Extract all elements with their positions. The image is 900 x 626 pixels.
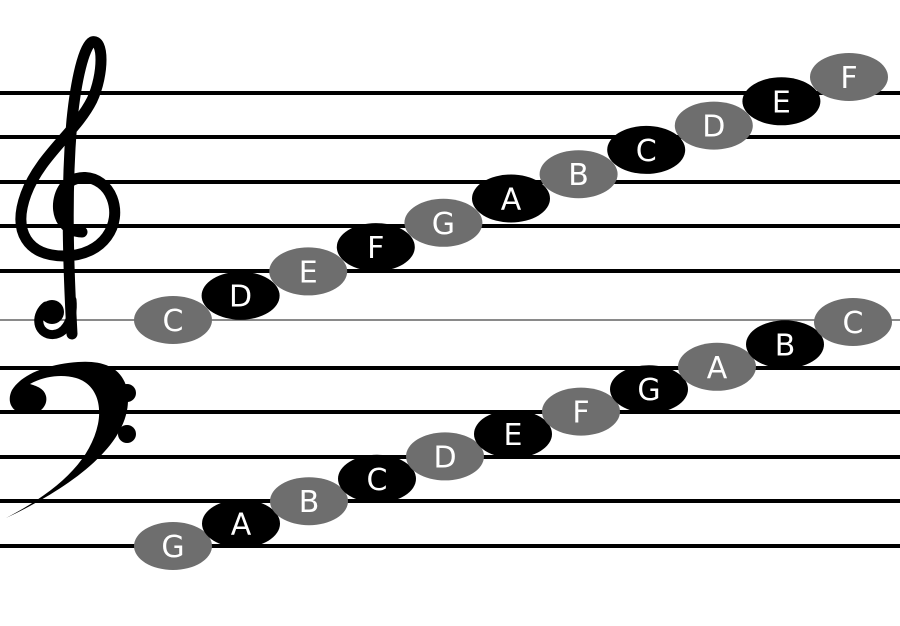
- note-oval: [269, 247, 348, 296]
- bass-note-b: B: [270, 477, 348, 526]
- treble-note-e: E: [269, 247, 348, 296]
- treble-clef-icon: [15, 36, 121, 340]
- treble-notes: C D E F G A B C D E F: [134, 53, 888, 344]
- treble-note-g: G: [404, 198, 483, 247]
- note-oval: [474, 410, 552, 458]
- treble-note-c: C: [134, 296, 212, 344]
- treble-note-e: E: [742, 77, 821, 126]
- note-oval: [810, 53, 888, 101]
- note-oval: [270, 477, 348, 526]
- note-oval: [338, 454, 416, 503]
- note-oval: [336, 223, 415, 272]
- bass-note-c: C: [338, 454, 416, 503]
- bass-note-f: F: [542, 387, 620, 436]
- note-label: D: [229, 280, 252, 315]
- note-oval: [542, 387, 620, 436]
- note-label: F: [572, 396, 589, 431]
- note-oval: [201, 271, 280, 320]
- bass-notes: G A B C D E F G A B C: [134, 298, 892, 570]
- bass-clef-icon: [6, 361, 136, 518]
- note-label: A: [231, 508, 252, 543]
- note-oval: [539, 150, 618, 199]
- note-oval: [134, 296, 212, 344]
- note-label: C: [843, 306, 864, 341]
- note-label: G: [637, 373, 660, 408]
- note-oval: [406, 432, 484, 481]
- note-label: G: [161, 530, 184, 565]
- treble-note-d: D: [201, 271, 280, 320]
- note-label: G: [432, 207, 455, 242]
- note-oval: [678, 342, 756, 391]
- bass-note-d: D: [406, 432, 484, 481]
- bass-note-c: C: [814, 298, 892, 346]
- treble-note-b: B: [539, 150, 618, 199]
- note-label: A: [707, 351, 728, 386]
- note-label: C: [163, 304, 184, 339]
- note-oval: [814, 298, 892, 346]
- note-label: C: [367, 463, 388, 498]
- bass-note-e: E: [474, 410, 552, 458]
- note-oval: [674, 101, 753, 150]
- note-label: B: [568, 158, 589, 193]
- bass-note-a: A: [678, 342, 756, 391]
- note-oval: [472, 174, 550, 223]
- note-label: B: [775, 328, 796, 363]
- note-label: E: [772, 85, 791, 120]
- note-label: C: [636, 134, 657, 169]
- note-label: E: [504, 418, 523, 453]
- note-oval: [607, 125, 686, 174]
- treble-note-c: C: [607, 125, 686, 174]
- note-label: F: [367, 231, 384, 266]
- note-oval: [746, 320, 824, 369]
- treble-note-f: F: [336, 223, 415, 272]
- bass-note-g: G: [610, 365, 688, 414]
- treble-note-a: A: [472, 174, 550, 223]
- note-label: E: [299, 255, 318, 290]
- note-oval: [404, 198, 483, 247]
- note-label: D: [702, 110, 725, 145]
- treble-note-d: D: [674, 101, 753, 150]
- note-oval: [742, 77, 821, 126]
- bass-note-a: A: [202, 499, 280, 548]
- note-oval: [202, 499, 280, 548]
- note-oval: [134, 522, 212, 570]
- note-oval: [610, 365, 688, 414]
- note-label: B: [299, 485, 320, 520]
- bass-note-g: G: [134, 522, 212, 570]
- bass-note-b: B: [746, 320, 824, 369]
- treble-note-f: F: [810, 53, 888, 101]
- note-label: F: [840, 61, 857, 96]
- note-label: A: [501, 183, 522, 218]
- note-label: D: [433, 440, 456, 475]
